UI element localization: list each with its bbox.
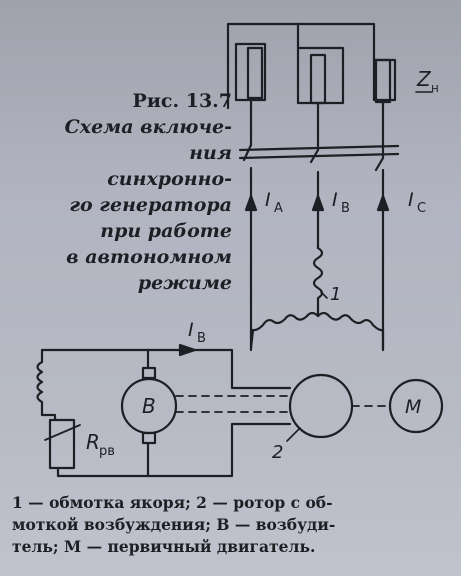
phase-lines: I A I B I C [244,166,426,352]
excitation-current-label: I [188,319,194,341]
arrow-a-icon [244,194,258,212]
figure-title-line: ния синхронно- [107,142,232,190]
callout-2-label: 2 [272,442,283,463]
load-impedance-b [309,53,327,105]
armature-winding: 1 [249,246,385,350]
load-network: Z н [226,22,439,172]
excitation-current-sub: B [197,331,206,346]
figure-title-line: в автономном [66,246,232,268]
shaft [175,395,391,413]
switch-bar [238,144,400,160]
winding-c-coil [316,311,385,350]
current-c-label: I [408,189,414,211]
figure-title-line: режиме [137,272,232,294]
legend-line: моткой возбуждения; В — возбуди- [12,515,336,534]
resistor-label: R [86,430,100,454]
figure-number: Рис. 13.7 [132,90,232,112]
arrow-b-icon [311,194,325,212]
figure-title-line: при работе [100,220,232,242]
legend-line: тель; М — первичный двигатель. [12,537,316,556]
load-impedance-a [246,46,264,100]
load-label-sub: н [431,81,439,95]
current-a-label: I [265,189,271,211]
current-a-sub: A [274,201,283,216]
exciter-label: B [142,394,156,418]
resistor-sub: рв [99,444,115,459]
generator-rotor [288,373,354,439]
field-rheostat [48,418,76,470]
prime-mover [388,378,444,434]
figure-caption: Рис. 13.7 Схема включе- ния синхронно- г… [60,88,232,296]
figure-legend: 1 — обмотка якоря; 2 — ротор с об- мотко… [12,492,452,558]
exciter-brush-top [141,366,157,380]
figure-title-line: го генератора [69,194,232,216]
excitation-circuit: I B R рв B [36,319,292,478]
exciter-shaft [175,395,291,413]
motor-label: M [405,396,421,418]
excitation-arrow-icon [178,343,197,357]
excitation-return-wire [146,422,292,478]
legend-line: 1 — обмотка якоря; 2 — ротор с об- [12,493,333,512]
winding-a-coil [249,311,320,350]
callout-1-label: 1 [330,284,341,305]
figure-title-line: Схема включе- [64,116,232,138]
load-label: Z [416,67,432,91]
current-c-sub: C [417,201,426,216]
field-coil [36,348,57,422]
current-b-sub: B [341,201,350,216]
current-b-label: I [332,189,338,211]
excitation-top-wire [40,348,292,390]
load-impedance-c [374,58,392,104]
arrow-c-icon [376,194,390,212]
winding-b-coil [312,246,324,318]
exciter-brush-bottom [141,431,157,445]
